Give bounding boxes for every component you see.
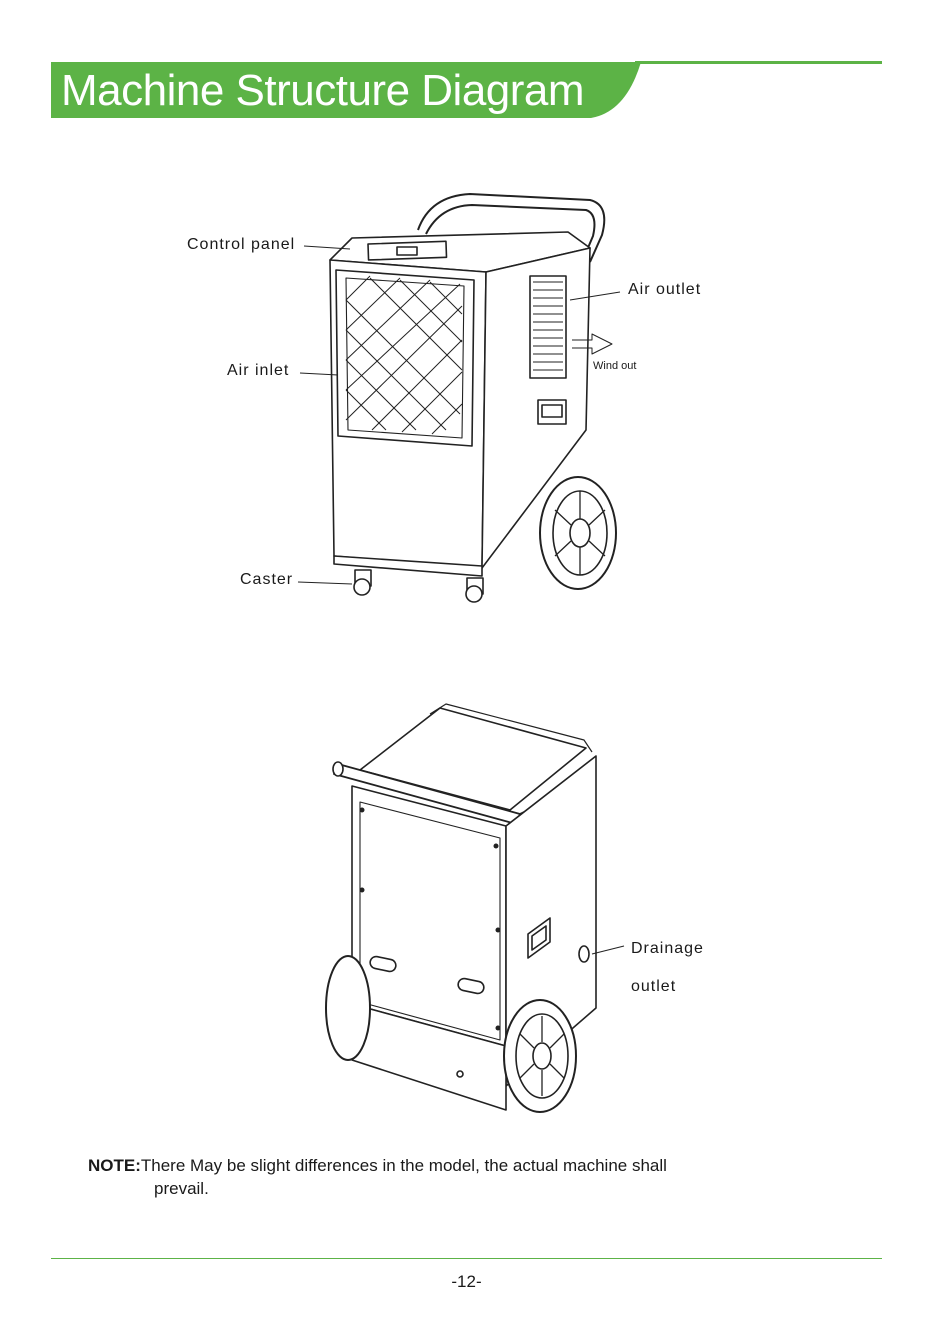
label-air-outlet: Air outlet [628,281,701,299]
back-view-illustration [0,690,933,1130]
label-drainage-line2: outlet [631,978,676,996]
label-control-panel: Control panel [187,236,295,254]
note-label: NOTE: [88,1156,141,1175]
note-line2: prevail. [88,1177,808,1200]
label-caster: Caster [240,571,293,589]
front-view-illustration [0,0,933,640]
note-line1: There May be slight differences in the m… [141,1156,667,1175]
footer-rule [51,1258,882,1259]
page-number: -12- [0,1272,933,1292]
label-wind-out: Wind out [593,360,636,372]
label-drainage-line1: Drainage [631,940,704,958]
label-air-inlet: Air inlet [227,362,289,380]
note-paragraph: NOTE:There May be slight differences in … [88,1154,808,1200]
